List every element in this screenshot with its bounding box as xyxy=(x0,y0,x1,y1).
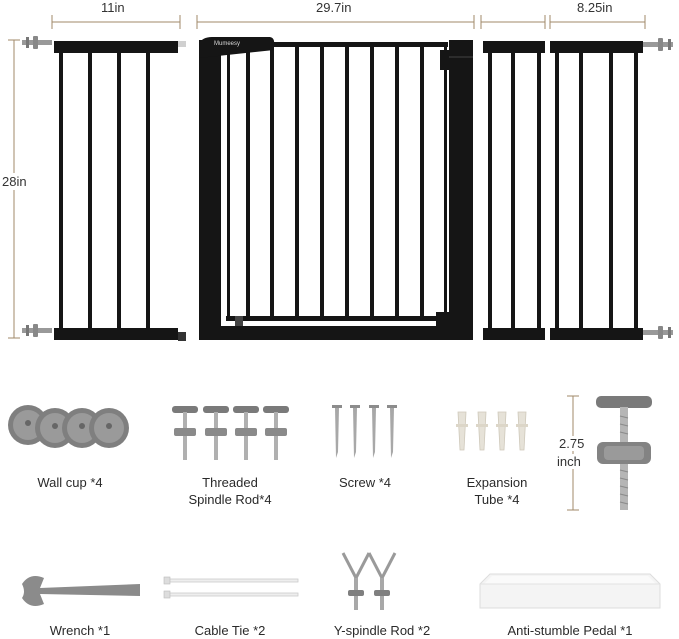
y-spindle-rod xyxy=(341,552,371,610)
label-wall-cup: Wall cup *4 xyxy=(37,475,103,490)
screw xyxy=(387,405,397,458)
spindle-rod xyxy=(233,406,259,460)
label-cable-tie: Cable Tie *2 xyxy=(194,623,266,638)
spindle-rod xyxy=(203,406,229,460)
expansion-tube xyxy=(476,411,488,451)
spindle-bottom-left xyxy=(22,324,52,337)
expansion-tube xyxy=(516,411,528,451)
label-anti-stumble-pedal: Anti-stumble Pedal *1 xyxy=(507,623,633,638)
spindle-top-left xyxy=(22,36,52,49)
right-extension-panel xyxy=(550,41,643,340)
screws xyxy=(332,405,397,458)
label-spindle-rod-line1: Threaded xyxy=(202,475,258,490)
y-spindle-rods xyxy=(341,552,397,610)
cable-ties xyxy=(163,576,299,599)
anti-stumble-pedal xyxy=(479,573,661,609)
dimension-spindle-value: 2.75 xyxy=(559,436,585,451)
label-spindle-rod-line2: Spindle Rod*4 xyxy=(188,492,272,507)
threaded-spindle-rods xyxy=(172,406,289,460)
dimension-gate-width: 29.7in xyxy=(316,0,352,15)
spindle-top-right xyxy=(643,38,673,51)
spindle-rod xyxy=(263,406,289,460)
y-spindle-rod xyxy=(367,552,397,610)
side-spindles xyxy=(22,36,673,339)
expansion-tubes xyxy=(456,411,528,451)
dimension-spindle-unit: inch xyxy=(557,454,581,469)
expansion-tube xyxy=(496,411,508,451)
wall-cup xyxy=(89,408,129,448)
label-expansion-tube-line2: Tube *4 xyxy=(474,492,520,507)
expansion-tube xyxy=(456,411,468,451)
main-gate xyxy=(199,37,473,340)
dimension-right-width: 8.25in xyxy=(577,0,613,15)
label-screw: Screw *4 xyxy=(338,475,392,490)
label-wrench: Wrench *1 xyxy=(49,623,111,638)
spindle-detail xyxy=(596,396,652,510)
left-extension-panel xyxy=(54,41,186,341)
screw xyxy=(332,405,342,458)
right-small-extension xyxy=(483,41,545,340)
screw xyxy=(369,405,379,458)
screw xyxy=(350,405,360,458)
spindle-rod xyxy=(172,406,198,460)
dimension-height: 28in xyxy=(2,173,27,190)
label-y-spindle-rod: Y-spindle Rod *2 xyxy=(333,623,431,638)
wrench xyxy=(22,576,140,606)
dimension-left-width: 11in xyxy=(101,0,125,15)
spindle-bottom-right xyxy=(643,326,673,339)
wall-cups xyxy=(8,405,129,448)
brand-logo: Mumeesy xyxy=(214,41,240,47)
label-expansion-tube-line1: Expansion xyxy=(466,475,528,490)
